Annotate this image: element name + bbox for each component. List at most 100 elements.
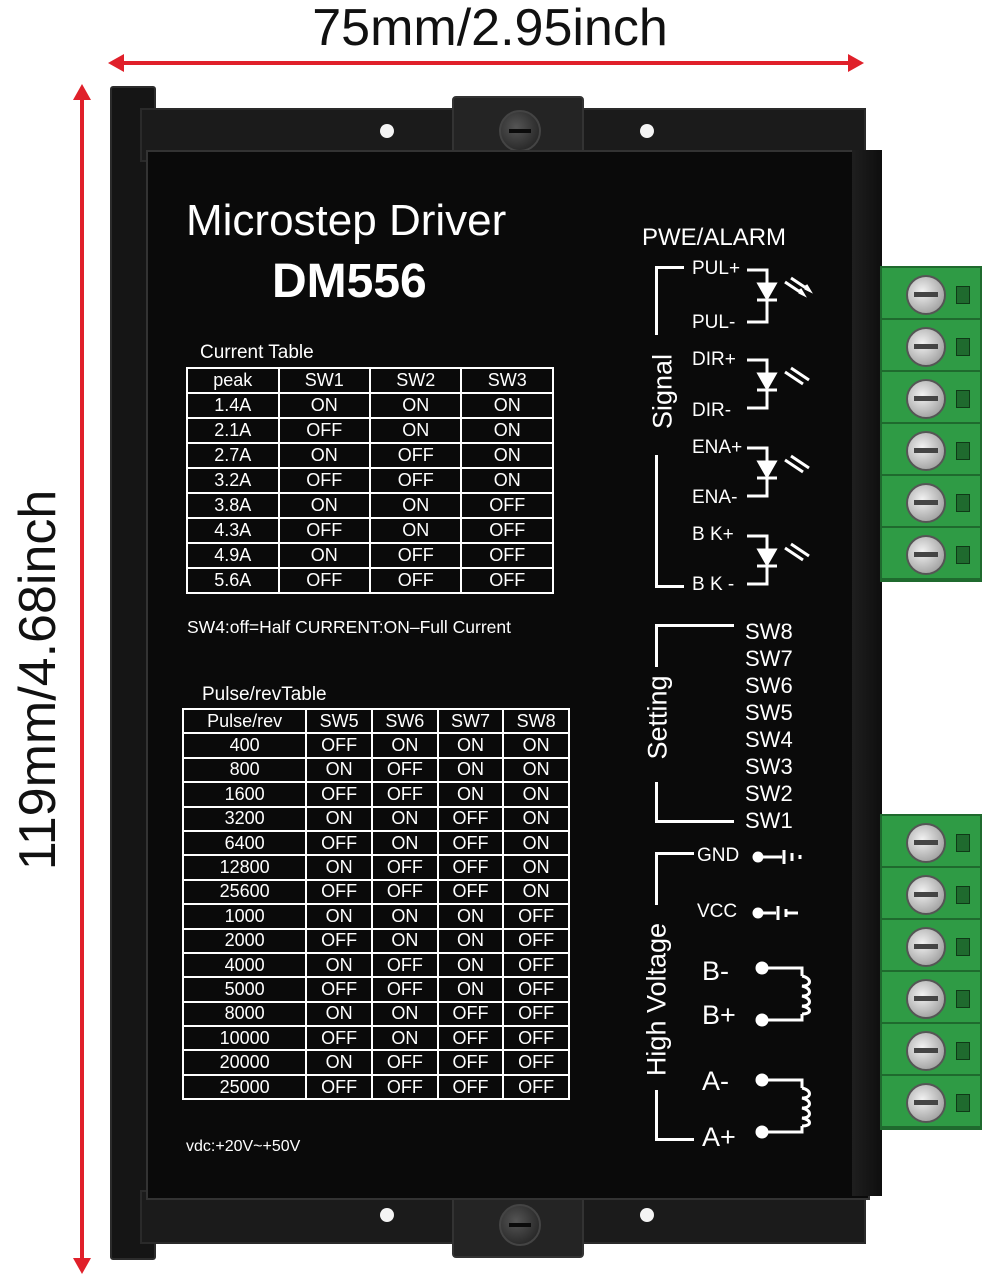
pulse-table-cell: 25000 (181, 1073, 308, 1101)
pin-dir-minus: DIR- (692, 400, 732, 421)
pulse-table-cell: ON (371, 1025, 439, 1052)
terminal-screw-icon[interactable] (906, 483, 946, 523)
pulse-table-cell: ON (305, 951, 373, 979)
terminal-cell (882, 920, 980, 972)
terminal-cell (882, 1076, 980, 1128)
terminal-cell (882, 372, 980, 424)
pulse-table-caption: Pulse/revTable (202, 684, 327, 705)
terminal-cell (882, 320, 980, 372)
pin-b-plus: B+ (702, 1000, 736, 1030)
current-table-cell: OFF (369, 567, 463, 594)
current-table-cell: SW1 (277, 367, 372, 394)
current-table-cell: peak (186, 367, 280, 394)
pwe-alarm-header: PWE/ALARM (642, 224, 787, 251)
terminal-cell (882, 268, 980, 320)
wire-entry-slot (956, 990, 970, 1008)
current-table-cell: ON (369, 492, 463, 519)
pin-b-minus: B- (702, 956, 729, 986)
terminal-screw-icon[interactable] (906, 875, 946, 915)
optocoupler-icon (747, 534, 810, 586)
dip-label-sw6: SW6 (745, 673, 793, 698)
height-dimension-arrow (73, 84, 91, 1274)
wire-entry-slot (956, 546, 970, 564)
pulse-table-cell: OFF (436, 854, 505, 881)
dip-label-sw7: SW7 (745, 646, 793, 671)
pulse-table-cell: ON (371, 927, 439, 954)
pulse-table-cell: 400 (181, 732, 308, 759)
terminal-screw-icon[interactable] (906, 1083, 946, 1123)
pin-a-plus: A+ (702, 1122, 736, 1152)
current-table-cell: ON (277, 392, 372, 419)
terminal-screw-icon[interactable] (906, 275, 946, 315)
terminal-screw-icon[interactable] (906, 379, 946, 419)
terminal-screw-icon[interactable] (906, 431, 946, 471)
pulse-table-cell: OFF (502, 927, 570, 954)
pulse-table-cell: OFF (305, 1025, 373, 1052)
pulse-table-cell: SW8 (502, 707, 570, 735)
pulse-table-cell: OFF (502, 1073, 570, 1101)
pulse-table-cell: OFF (371, 756, 439, 784)
setting-bracket-bottom (655, 782, 734, 823)
motor-coil-b-icon (755, 961, 811, 1027)
hv-bracket-bottom (655, 1090, 694, 1141)
current-table-cell: OFF (460, 542, 554, 569)
pulse-table-cell: ON (436, 781, 505, 808)
terminal-screw-icon[interactable] (906, 327, 946, 367)
wire-entry-slot (956, 442, 970, 460)
pulse-table-cell: OFF (371, 1049, 439, 1076)
current-table-cell: OFF (460, 517, 554, 544)
hv-bracket-top (655, 852, 694, 905)
device-title: Microstep Driver (186, 196, 507, 245)
current-table-cell: ON (277, 542, 372, 569)
dip-label-sw2: SW2 (745, 781, 793, 806)
current-table-cell: OFF (277, 567, 372, 594)
pulse-table-cell: OFF (371, 951, 439, 979)
width-dimension-arrow (108, 54, 864, 72)
terminal-screw-icon[interactable] (906, 979, 946, 1019)
pulse-table-cell: ON (502, 781, 570, 808)
pulse-table-cell: ON (371, 805, 439, 832)
current-table-cell: 5.6A (186, 567, 280, 594)
width-dimension-label: 75mm/2.95inch (312, 0, 668, 57)
pulse-table-cell: OFF (371, 976, 439, 1003)
pulse-table-cell: ON (502, 805, 570, 832)
terminal-screw-icon[interactable] (906, 1031, 946, 1071)
pulse-table-cell: ON (502, 854, 570, 881)
terminal-screw-icon[interactable] (906, 535, 946, 575)
setting-group-label: Setting (642, 675, 673, 760)
current-table-cell: OFF (369, 542, 463, 569)
pulse-table-cell: ON (305, 805, 373, 832)
optocoupler-icon (747, 358, 810, 410)
panel-bevel-edge (852, 150, 882, 1196)
dip-label-sw5: SW5 (745, 700, 793, 725)
terminal-cell (882, 816, 980, 868)
pulse-table-cell: OFF (436, 805, 505, 832)
pulse-table-cell: 20000 (181, 1049, 308, 1076)
terminal-screw-icon[interactable] (906, 927, 946, 967)
current-table-cell: ON (369, 417, 463, 444)
pulse-table-cell: OFF (305, 927, 373, 954)
pulse-table-cell: OFF (436, 1073, 505, 1101)
pulse-table-cell: OFF (305, 732, 373, 759)
wire-entry-slot (956, 390, 970, 408)
terminal-cell (882, 972, 980, 1024)
pulse-table-cell: OFF (502, 1025, 570, 1052)
current-table-cell: ON (460, 467, 554, 494)
pin-pul-plus: PUL+ (692, 258, 741, 279)
pulse-table-cell: OFF (502, 1000, 570, 1028)
terminal-screw-icon[interactable] (906, 823, 946, 863)
pulse-table-cell: ON (305, 1000, 373, 1028)
pulse-table-cell: SW6 (371, 707, 439, 735)
current-table-cell: 1.4A (186, 392, 280, 419)
